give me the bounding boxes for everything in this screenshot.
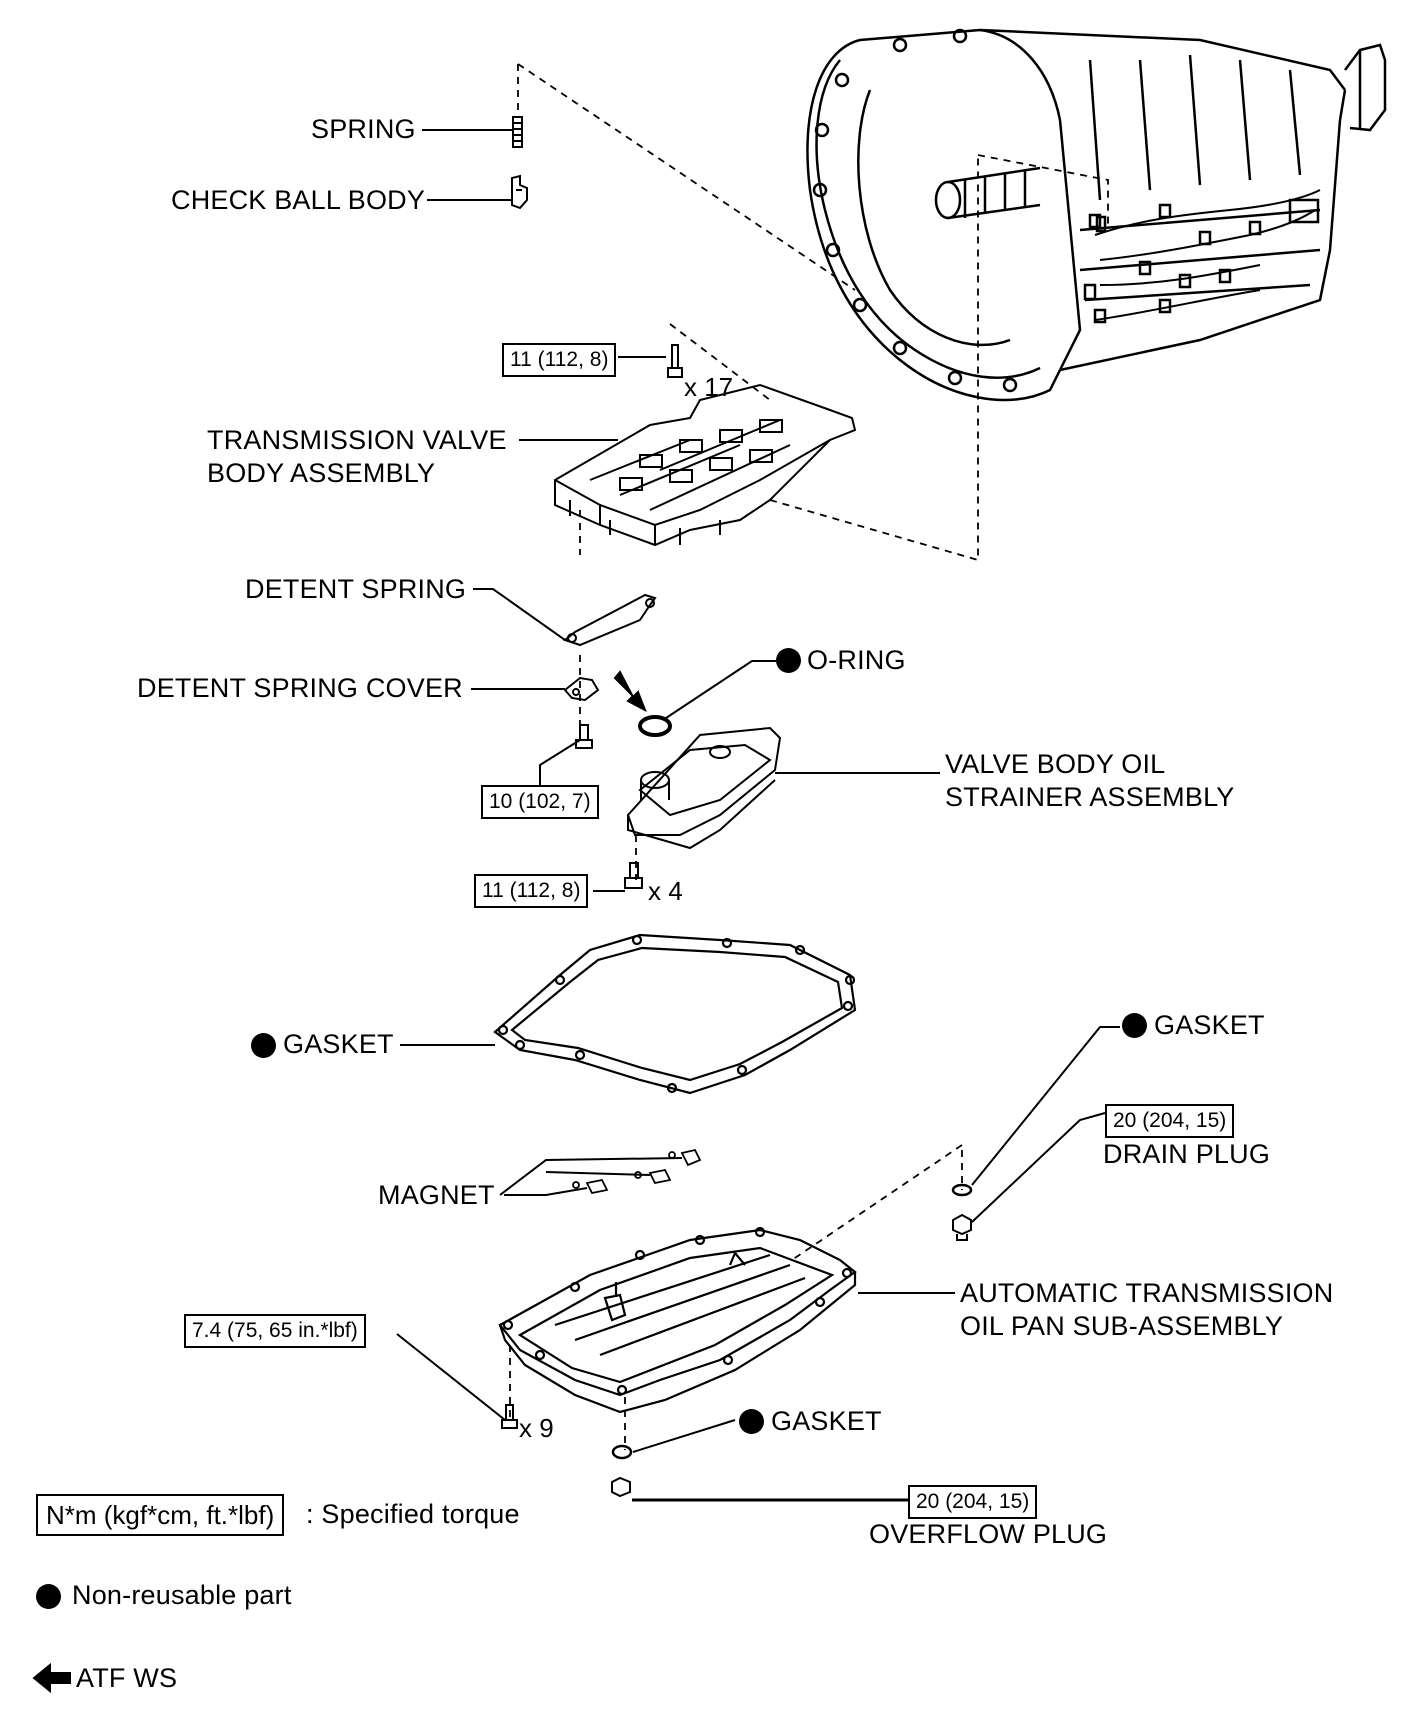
label-oil-pan-line1: AUTOMATIC TRANSMISSION <box>960 1278 1334 1308</box>
spring-drawing <box>512 116 523 148</box>
legend-non-reusable: Non-reusable part <box>72 1580 292 1610</box>
qty-strainer-bolt: x 4 <box>648 876 683 906</box>
label-valve-body-line2: BODY ASSEMBLY <box>207 458 436 488</box>
non-reusable-o-ring-icon <box>776 648 801 673</box>
filled-circle-icon <box>36 1584 61 1609</box>
o-ring-drawing <box>638 715 672 737</box>
strainer-drawing <box>626 726 782 850</box>
oil-pan-bolt-drawing <box>501 1404 518 1429</box>
drain-gasket-drawing <box>951 1183 973 1197</box>
legend-torque-desc: : Specified torque <box>306 1499 520 1529</box>
legend-torque-units: N*m (kgf*cm, ft.*lbf) <box>36 1494 285 1536</box>
torque-drain-plug: 20 (204, 15) <box>1105 1104 1235 1138</box>
label-drain-plug: DRAIN PLUG <box>1103 1139 1271 1169</box>
legend-atf: ATF WS <box>76 1663 178 1693</box>
torque-detent-cover-bolt: 10 (102, 7) <box>481 785 599 819</box>
label-gasket-pan: GASKET <box>283 1029 394 1059</box>
detent-cover-bolt-drawing <box>575 724 593 749</box>
label-check-ball-body: CHECK BALL BODY <box>171 185 426 215</box>
non-reusable-drain-gasket-icon <box>1122 1013 1147 1038</box>
leader-lines <box>396 129 1120 1502</box>
detent-spring-drawing <box>562 593 657 647</box>
label-gasket-drain: GASKET <box>1154 1010 1265 1040</box>
overflow-gasket-drawing <box>611 1444 633 1460</box>
label-oil-pan-line2: OIL PAN SUB-ASSEMBLY <box>960 1311 1284 1341</box>
oil-pan-drawing <box>498 1226 857 1414</box>
valve-body-drawing <box>554 383 857 547</box>
torque-valve-body-bolt: 11 (112, 8) <box>502 343 617 377</box>
pan-gasket-drawing <box>493 933 857 1095</box>
label-detent-spring-cover: DETENT SPRING COVER <box>137 673 463 703</box>
label-gasket-overflow: GASKET <box>771 1406 882 1436</box>
non-reusable-overflow-gasket-icon <box>739 1409 764 1434</box>
label-o-ring: O-RING <box>807 645 906 675</box>
strainer-bolt-drawing <box>624 862 643 889</box>
label-valve-body-line1: TRANSMISSION VALVE <box>207 425 507 455</box>
non-reusable-pan-gasket-icon <box>251 1033 276 1058</box>
torque-oil-pan-bolt: 7.4 (75, 65 in.*lbf) <box>184 1314 366 1348</box>
label-strainer-line1: VALVE BODY OIL <box>945 749 1166 779</box>
detent-spring-cover-drawing <box>563 676 600 702</box>
label-magnet: MAGNET <box>378 1180 495 1210</box>
label-strainer-line2: STRAINER ASSEMBLY <box>945 782 1235 812</box>
qty-oil-pan-bolt: x 9 <box>519 1413 554 1443</box>
left-arrow-icon <box>32 1662 71 1694</box>
overflow-plug-drawing <box>611 1476 631 1498</box>
transmission-housing-drawing <box>806 28 1387 402</box>
label-overflow-plug: OVERFLOW PLUG <box>869 1519 1108 1549</box>
check-ball-body-drawing <box>511 174 528 210</box>
magnet-drawing <box>572 1148 702 1195</box>
atf-arrow-drawing <box>613 670 647 713</box>
qty-valve-body-bolt: x 17 <box>684 372 734 402</box>
label-detent-spring: DETENT SPRING <box>245 574 467 604</box>
label-spring: SPRING <box>311 114 416 144</box>
valve-body-bolt-drawing <box>667 344 683 378</box>
drain-plug-drawing <box>952 1213 972 1241</box>
torque-strainer-bolt: 11 (112, 8) <box>474 874 589 908</box>
torque-overflow-plug: 20 (204, 15) <box>908 1485 1038 1519</box>
